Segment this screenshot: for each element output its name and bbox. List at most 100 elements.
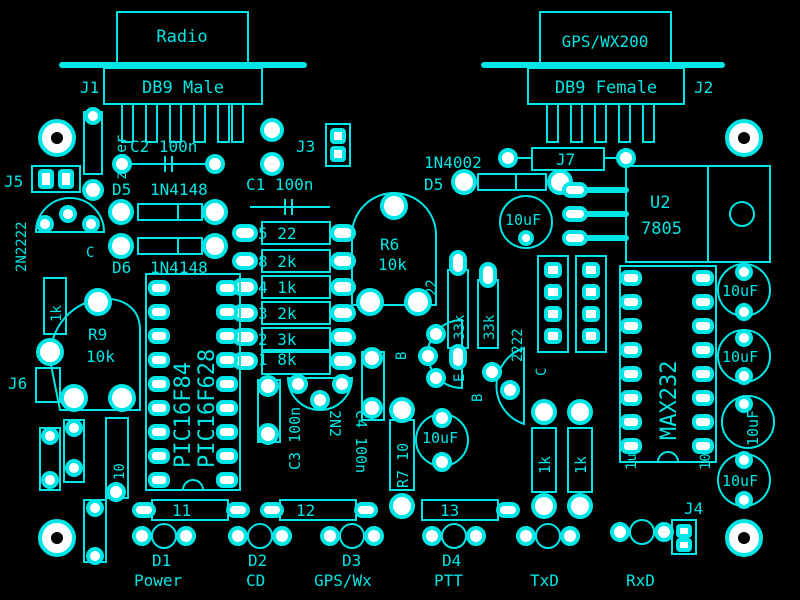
cap-c1: C1 100n: [246, 118, 330, 215]
cap-c2: C2 100n: [112, 137, 225, 174]
r6-label: R6: [380, 235, 399, 254]
d6-value: 1N4148: [150, 258, 208, 277]
db9-female-label: DB9 Female: [555, 78, 657, 98]
d2-name: CD: [246, 571, 265, 590]
d5-right-label: D5: [424, 175, 443, 194]
cap-10uf-mid: 10uF: [415, 408, 469, 472]
cap-10uf-a-label: 10uF: [422, 429, 458, 447]
c2-label: C2 100n: [130, 137, 197, 156]
jumper-headers-pair: [537, 255, 607, 353]
j3-label: J3: [296, 137, 315, 156]
d6-label: D6: [112, 258, 131, 277]
c1-label: C1 100n: [246, 175, 313, 194]
gps-connector: GPS/WX200 DB9 Female J2: [481, 11, 725, 143]
radio-label: Radio: [156, 27, 207, 47]
q-e-label: E: [452, 374, 468, 382]
j4-label: J4: [684, 499, 703, 518]
r-10-left-label: 10: [112, 463, 128, 480]
pic-b-label: PIC16F628: [195, 349, 220, 468]
max232-chip: MAX232 1u 10: [619, 265, 717, 470]
d5-left-label: D5: [112, 180, 131, 199]
db9-male-label: DB9 Male: [142, 78, 224, 98]
bottom-resistors: 11 12 13: [132, 499, 520, 521]
r-1k-b-label: 1k: [572, 456, 590, 474]
transistor-left-c: C: [86, 245, 94, 261]
zener-diode: zener: [82, 107, 130, 201]
transistor-mid: 2N2: [286, 374, 354, 437]
r9-label: R9: [88, 325, 107, 344]
q-b-label: B: [394, 352, 410, 360]
transistor-left: 2N2222 C: [14, 197, 106, 272]
cap-c4: C4 100n: [352, 347, 385, 473]
cap-c3: C3 100n: [257, 375, 304, 470]
d3-name: GPS/Wx: [314, 571, 372, 590]
mounting-holes: [38, 119, 763, 557]
j7-jumper: J7: [498, 147, 636, 171]
d3-label: D3: [342, 551, 361, 570]
r-33k-a-label: 33k: [452, 314, 468, 340]
r-3k-label: 2 3k: [258, 330, 297, 349]
r-1k-left-label: 1k: [49, 305, 65, 322]
c4-label: C4 100n: [352, 410, 370, 473]
r11-label: 11: [172, 501, 191, 520]
resistor-stack: 5 22 8 2k 4 1k 3 2k 2 3k 1 8k: [232, 221, 356, 375]
j6-label: J6: [8, 374, 27, 393]
j6-header: J6: [8, 367, 61, 403]
r-2k-b-label: 3 2k: [258, 304, 297, 323]
cap-10uf-b-label: 10uF: [505, 211, 541, 229]
j4-header: J4: [671, 499, 703, 555]
r7-label: R7 10: [394, 443, 412, 488]
j7-label: J7: [556, 150, 575, 169]
right-1u-label: 1u: [624, 453, 640, 470]
cap-10uf-right-3-label: 10uF: [744, 410, 762, 446]
right-10-label: 10: [698, 453, 714, 470]
q-b2-label: B: [470, 394, 486, 402]
gps-label: GPS/WX200: [562, 32, 649, 51]
r9-value: 10k: [86, 347, 115, 366]
j2-label: J2: [694, 78, 713, 97]
r-1k-a-label: 1k: [536, 456, 554, 474]
radio-connector: Radio DB9 Male J1: [59, 11, 307, 143]
regulator-u2: U2 7805: [562, 165, 771, 263]
u2-label: U2: [650, 193, 670, 213]
r-33k-b-label: 33k: [482, 314, 498, 340]
q-c-label: C: [534, 368, 550, 376]
resistors-33k: 33k 33k: [447, 250, 499, 370]
r-1k-label: 4 1k: [258, 278, 297, 297]
led-d1: D1 Power: [132, 523, 196, 590]
d1-label: D1: [152, 551, 171, 570]
diode-d5-right: 1N4002 D5: [424, 153, 573, 195]
cap-10uf-right-4-label: 10uF: [722, 472, 758, 490]
d4-name: PTT: [434, 571, 463, 590]
led-rxd: RxD: [610, 519, 674, 590]
pic-chip: PIC16F84 PIC16F628: [145, 273, 241, 491]
d5-right-value: 1N4002: [424, 153, 482, 172]
diode-d5-left: D5 1N4148: [108, 180, 228, 225]
r6-value: 10k: [378, 255, 407, 274]
cap-10uf-right-1-label: 10uF: [722, 282, 758, 300]
led-d3: D3 GPS/Wx: [314, 523, 384, 590]
led-d4: D4 PTT: [422, 523, 486, 590]
max232-label: MAX232: [657, 361, 682, 440]
txd-label: TxD: [530, 571, 559, 590]
resistor-r7: R7 10: [389, 397, 415, 519]
transistor-right: 2222 C B: [470, 328, 550, 426]
r12-label: 12: [296, 501, 315, 520]
led-txd: TxD: [516, 523, 580, 590]
transistor-left-label: 2N2222: [14, 221, 30, 272]
r9-trimmer: R9 10k: [36, 288, 141, 412]
q-2n2-mid-label: 2N2: [326, 410, 344, 437]
d2-label: D2: [248, 551, 267, 570]
rxd-label: RxD: [626, 571, 655, 590]
left-bottom-parts: 10: [39, 417, 129, 565]
q-2222-right-label: 2222: [510, 328, 526, 362]
r-8k-label: 1 8k: [258, 350, 297, 369]
d1-name: Power: [134, 571, 183, 590]
led-d2: D2 CD: [228, 523, 292, 590]
u2-value: 7805: [641, 219, 682, 239]
resistor-22-vert: 22: [424, 279, 440, 296]
j5-label: J5: [4, 172, 23, 191]
r-2k-a-label: 8 2k: [258, 252, 297, 271]
r-22-vert-label: 22: [424, 279, 440, 296]
j1-label: J1: [80, 78, 99, 97]
